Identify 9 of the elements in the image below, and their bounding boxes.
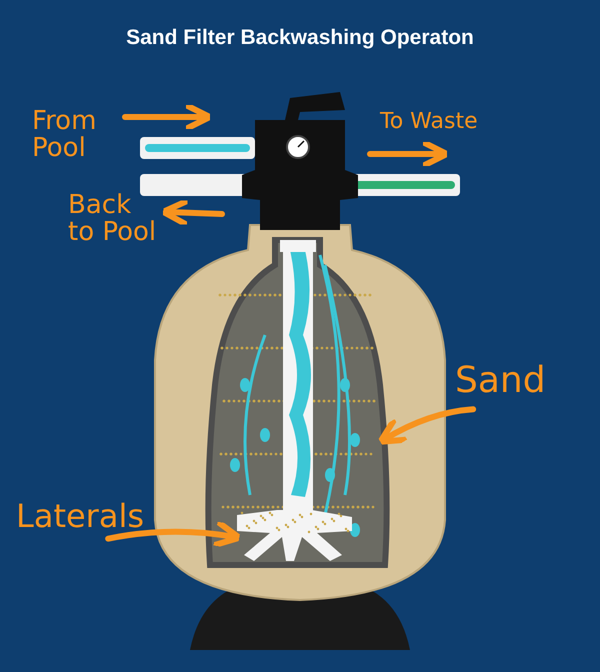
- diagram-title: Sand Filter Backwashing Operaton: [125, 26, 475, 50]
- sand-bed: [205, 235, 390, 570]
- leader-line: [377, 406, 476, 445]
- flow-label: To Waste: [380, 110, 479, 134]
- flow-label: From Pool: [32, 108, 98, 163]
- callout-text: Sand: [455, 362, 546, 400]
- leader-line: [105, 519, 242, 549]
- callout-text: Laterals: [16, 500, 144, 534]
- flow-label: Back to Pool: [68, 192, 158, 247]
